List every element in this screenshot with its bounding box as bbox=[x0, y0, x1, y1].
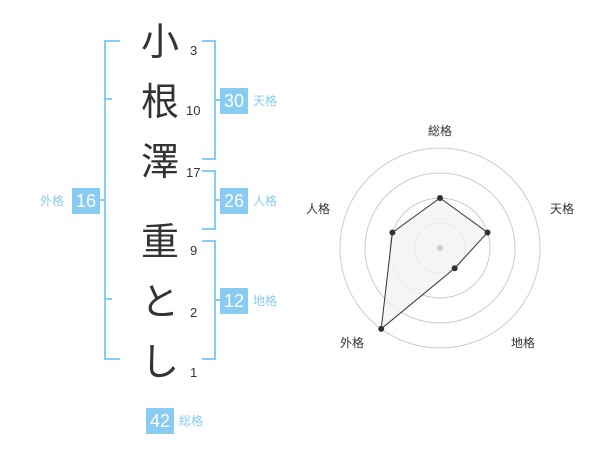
soukaku-value: 42 bbox=[146, 408, 174, 434]
radar-axis-label-jinkaku: 人格 bbox=[306, 202, 331, 216]
radar-axis-label-soukaku: 総格 bbox=[428, 124, 453, 138]
stroke-count-5: 2 bbox=[190, 305, 198, 320]
radar-point-4 bbox=[378, 325, 385, 332]
radar-grid-ring bbox=[339, 147, 541, 349]
stroke-count-4: 9 bbox=[190, 243, 198, 258]
gaikaku-label: 外格 bbox=[40, 194, 65, 208]
jinkaku-label: 人格 bbox=[253, 194, 278, 208]
radar-center-dot bbox=[437, 245, 443, 251]
name-char-3: 澤 bbox=[140, 140, 179, 184]
name-char-5: と bbox=[140, 280, 179, 324]
radar-point-5 bbox=[389, 229, 396, 236]
tenkaku-label: 天格 bbox=[253, 94, 278, 108]
stroke-count-2: 10 bbox=[186, 103, 201, 118]
radar-axis-label-chikaku: 地格 bbox=[511, 336, 536, 350]
name-char-4: 重 bbox=[140, 220, 179, 264]
stroke-count-6: 1 bbox=[190, 365, 198, 380]
radar-point-1 bbox=[437, 195, 443, 201]
name-char-6: し bbox=[140, 340, 179, 384]
soukaku-label: 総格 bbox=[179, 414, 204, 428]
radar-grid-ring bbox=[364, 172, 516, 324]
gaikaku-value: 16 bbox=[72, 188, 100, 214]
chikaku-value: 12 bbox=[220, 288, 248, 314]
radar-series-polygon bbox=[380, 197, 489, 331]
jinkaku-value: 26 bbox=[220, 188, 248, 214]
radar-axis-label-gaikaku: 外格 bbox=[340, 336, 365, 350]
tenkaku-value: 30 bbox=[220, 88, 248, 114]
name-char-1: 小 bbox=[140, 20, 179, 64]
chikaku-label: 地格 bbox=[253, 294, 278, 308]
stroke-count-3: 17 bbox=[186, 165, 201, 180]
radar-point-2 bbox=[484, 229, 491, 236]
name-char-2: 根 bbox=[140, 80, 179, 124]
stroke-count-1: 3 bbox=[190, 43, 198, 58]
radar-axis-label-tenkaku: 天格 bbox=[550, 202, 575, 216]
radar-point-3 bbox=[451, 265, 458, 272]
